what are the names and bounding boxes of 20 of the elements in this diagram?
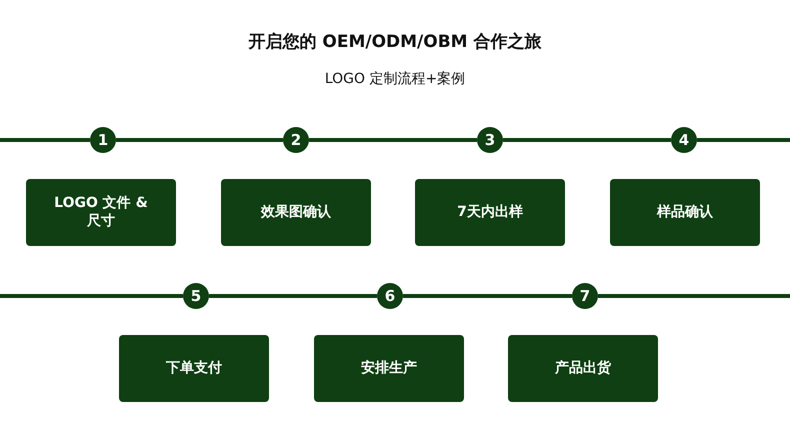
step-number: 3 (477, 127, 503, 153)
step-box: 7天内出样 (415, 179, 565, 246)
step-number: 7 (572, 283, 598, 309)
timeline-line (209, 294, 377, 298)
step-box: LOGO 文件 & 尺寸 (26, 179, 176, 246)
step-box: 效果图确认 (221, 179, 371, 246)
subtitle: LOGO 定制流程+案例 (324, 71, 466, 87)
step-number: 6 (377, 283, 403, 309)
step-box: 安排生产 (314, 335, 464, 402)
step-number: 1 (90, 127, 116, 153)
step-number: 4 (671, 127, 697, 153)
step-box: 样品确认 (610, 179, 760, 246)
timeline-line (503, 138, 671, 142)
timeline-line (403, 294, 572, 298)
title: 开启您的 OEM/ODM/OBM 合作之旅 (248, 32, 542, 52)
step-number: 5 (183, 283, 209, 309)
step-box: 下单支付 (119, 335, 269, 402)
timeline-line (309, 138, 477, 142)
step-box: 产品出货 (508, 335, 658, 402)
step-number: 2 (283, 127, 309, 153)
